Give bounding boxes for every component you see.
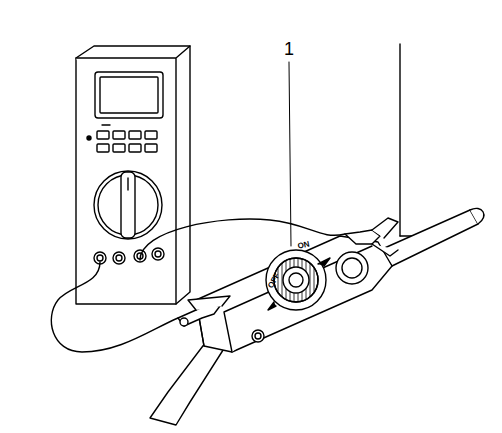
switch-housing [196, 236, 392, 352]
test-lead [51, 219, 345, 352]
panel [400, 44, 440, 236]
switch-knob [266, 250, 330, 310]
multimeter [76, 46, 190, 304]
callout-number: 1 [284, 40, 294, 58]
handlebar [150, 208, 484, 425]
switch-position-label: ON [297, 241, 310, 251]
alligator-clip [178, 218, 398, 326]
leader-line [289, 62, 291, 246]
